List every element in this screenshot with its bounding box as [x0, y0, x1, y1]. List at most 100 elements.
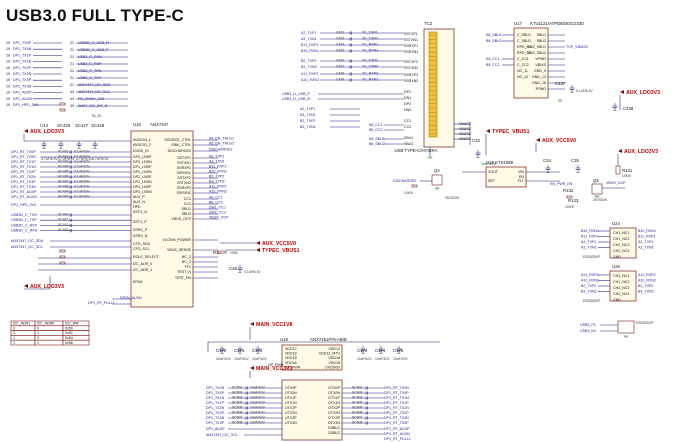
power-arrow: [256, 248, 260, 252]
cap-value: 10uF/10V: [252, 357, 267, 361]
net-label: SW1_CC1: [209, 206, 226, 210]
net-label: DP1_AUXP: [206, 427, 225, 431]
net-label: DP1_RT_PULL1: [384, 437, 411, 441]
transistor-part: 2N7002K: [593, 198, 608, 202]
cap-value: 0.1uF/10V: [74, 155, 90, 159]
net-label: DP1_RT_TX3N: [11, 185, 36, 189]
connector-pin: SSTXN2: [404, 66, 418, 70]
ic-pin: SBU1: [182, 207, 191, 211]
ic-pin: SOURCE_CTRL: [164, 138, 191, 142]
transistor-ref: Q4: [434, 168, 440, 173]
net-label: DP1_RT_TX0P: [11, 150, 36, 154]
pin-number: 21: [70, 55, 74, 59]
pin-number: 21: [70, 83, 74, 87]
connector-ref: TC2: [424, 21, 433, 26]
ic-pin: UTX2N: [285, 411, 297, 415]
pin-number: 21: [70, 62, 74, 66]
net-label: USB3D_C_RXP: [11, 223, 38, 227]
ic-pin: DTX0P: [328, 386, 340, 390]
cap-ref: SC440: [58, 195, 68, 199]
connector-pin: SSTXN1: [404, 38, 418, 42]
power-label: AUX_LDO3V3: [30, 129, 64, 135]
net-label: DP1_RT_TX0N: [384, 386, 409, 390]
cap-value: 10uF/10V: [250, 416, 265, 420]
cap-ref: SC501: [232, 386, 242, 390]
pin-number: 21: [70, 69, 74, 73]
pin-number: 43: [70, 97, 74, 101]
table-cell-text: 0: [37, 326, 39, 330]
pin-number: 19: [6, 103, 10, 107]
ic-pin: FLT: [518, 179, 525, 183]
cap-ref: C35: [571, 158, 579, 163]
cap-value: 10uF/10V: [250, 406, 265, 410]
power-arrow: [256, 241, 260, 245]
net-label: ANX7447_I2C_SDA: [11, 239, 44, 243]
schematic-title: USB3.0 FULL TYPE-C: [6, 6, 185, 25]
res-value: 10K/5: [565, 205, 574, 209]
ic-pin: CC2: [184, 202, 191, 206]
pin-number: 19: [6, 66, 10, 70]
ic-part: ANX7451P/N-AB/B: [310, 337, 347, 342]
ic-pin: SSTX_P: [133, 220, 147, 224]
cap-ref: SC506: [232, 411, 242, 415]
net-label: DP1_TX3P: [206, 421, 225, 425]
cap-value: 10uF/10V: [216, 357, 231, 361]
cap-value: 0.1uF/6.3V: [244, 270, 261, 274]
net-label: DP1_RT_PULL1: [88, 301, 115, 305]
ic-pin: DP1_LNSN: [133, 170, 152, 174]
net-label: A10_RXN2: [638, 279, 656, 283]
power-label: TYPEC_VBUS1: [262, 248, 300, 254]
ic-pin: SSTXP1: [177, 156, 191, 160]
net-label: A5_CC1: [486, 57, 500, 61]
table-cell: [34, 339, 64, 346]
ic-pin: SSRXP2: [177, 186, 191, 190]
ic-pin: SW2_SBU2: [527, 51, 546, 55]
ic-pin: SINK_CTRL: [171, 143, 191, 147]
ic-pin: VDD18: [285, 352, 297, 356]
table-cell-text: 1: [13, 341, 15, 345]
transistor-q4: [431, 174, 443, 186]
ic-part: ANX7447: [150, 122, 169, 127]
ic-ref: U24: [612, 221, 620, 226]
pin-number: 43: [70, 90, 74, 94]
ic-pin: SSTXN2: [177, 181, 191, 185]
net-label: DP1_TX1N: [13, 60, 32, 64]
cap-ref: SC604: [352, 401, 362, 405]
connector-part: USB TYPE-C/HYSIRA: [395, 148, 438, 153]
ic-pin: CH1_NC2: [613, 237, 629, 241]
ic-pin: VIN: [518, 170, 524, 174]
ic-pin: SET: [488, 179, 496, 183]
net-label: DP1_TX2P: [13, 66, 32, 70]
net-label: USB3_P1: [580, 323, 596, 327]
cap-ref: C422: [336, 31, 344, 35]
net-label: DP1_HPD_3V3: [13, 103, 38, 107]
net-label: TC_RXN2: [362, 78, 378, 82]
ic-pin: PGND: [536, 87, 547, 91]
connector-pin: DP1: [404, 90, 411, 94]
net-label: B11_RXP1: [638, 235, 656, 239]
net-label: DP1_RT_TX2N: [384, 406, 409, 410]
cap-value: 0.1uF/10V: [74, 150, 90, 154]
net-label: B11_RXP1: [209, 165, 227, 169]
net-label: B3_TXN2: [638, 290, 654, 294]
net-label: DP1_RT_TX0P: [384, 391, 409, 395]
cap-value: 10uF/10V: [250, 396, 265, 400]
cap-ref: C423: [336, 37, 344, 41]
connector-pin: SSRXP2: [404, 73, 418, 77]
transistor-ref: Q5: [593, 178, 599, 183]
net-label: A11_RXP2: [638, 273, 656, 277]
net-label: A11_RXP2: [301, 72, 319, 76]
net-label: A3_TXN1: [301, 37, 317, 41]
connector-pin: DN2: [404, 108, 411, 112]
ic-pin: DTX3P: [328, 416, 340, 420]
ic-pin: DVDD0D: [325, 365, 340, 369]
res-ref: R132: [563, 188, 574, 193]
cap-ref: SC442: [58, 223, 68, 227]
net-label: B2_TXP2: [300, 119, 315, 123]
cap-ref: C48: [229, 266, 237, 271]
resistor: [59, 102, 66, 106]
cap-ref: SC437: [58, 180, 68, 184]
ic-pin: DP1_LNSP: [133, 165, 152, 169]
ic-pin: NC_3: [182, 260, 191, 264]
net-label: TC_RXP2: [362, 72, 378, 76]
